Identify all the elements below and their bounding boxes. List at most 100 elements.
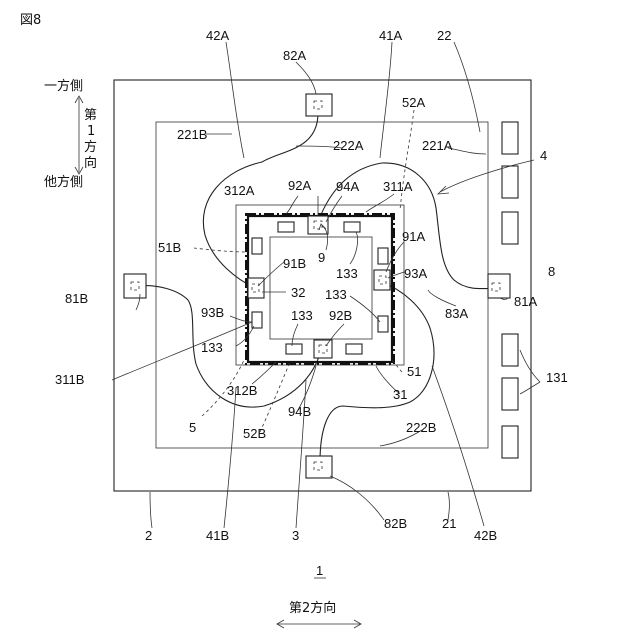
- leader-133c: [292, 324, 298, 346]
- side-terminal: [502, 378, 518, 410]
- label-81A: 81A: [514, 294, 537, 309]
- chip-electrode: [346, 344, 362, 354]
- label-83A: 83A: [445, 306, 468, 321]
- side-terminal: [502, 122, 518, 154]
- leader-311A: [366, 194, 394, 212]
- label-133c: 133: [291, 308, 313, 323]
- leader-131-upper: [520, 350, 540, 382]
- leader-82B: [330, 476, 384, 520]
- label-8: 8: [548, 264, 555, 279]
- side-terminal: [502, 166, 518, 198]
- label-21: 21: [442, 516, 456, 531]
- label-93A: 93A: [404, 266, 427, 281]
- label-31: 31: [393, 387, 407, 402]
- chip-electrode: [252, 312, 262, 328]
- label-311A: 311A: [383, 179, 413, 194]
- package-inner-frame: [156, 122, 488, 448]
- leader-42A: [226, 42, 244, 158]
- label-4: 4: [540, 148, 547, 163]
- label-52B: 52B: [243, 426, 266, 441]
- first-direction-char-4: 向: [84, 155, 97, 171]
- leader-41B: [224, 388, 236, 528]
- leader-221A: [448, 148, 486, 154]
- chip-electrode: [252, 238, 262, 254]
- label-51B: 51B: [158, 240, 181, 255]
- side-terminal: [502, 426, 518, 458]
- label-82B: 82B: [384, 516, 407, 531]
- label-133a: 133: [336, 266, 358, 281]
- leader-52A: [400, 110, 414, 210]
- first-direction-up-label: 一方側: [44, 78, 83, 94]
- leader-41A: [380, 42, 392, 158]
- label-91A: 91A: [402, 229, 425, 244]
- leader-4: [440, 160, 534, 192]
- leader-42B: [432, 366, 484, 526]
- leader-133b: [350, 296, 380, 322]
- label-51: 51: [407, 364, 421, 379]
- first-direction-down-label: 他方側: [44, 174, 83, 190]
- leader-311B: [112, 322, 252, 380]
- bond-pad-91A: [374, 270, 390, 290]
- label-221B: 221B: [177, 127, 207, 142]
- leader-2: [150, 492, 152, 528]
- side-terminal: [502, 212, 518, 244]
- chip-electrode: [378, 248, 388, 264]
- lead-terminal-82A: [306, 94, 332, 116]
- label-5: 5: [189, 420, 196, 435]
- label-133b: 133: [325, 287, 347, 302]
- bond-pad-92B: [314, 340, 332, 358]
- first-direction-indicator: 一方側 第 1 方 向 他方側: [44, 78, 97, 190]
- first-direction-char-2: 1: [87, 124, 95, 139]
- first-direction-char-1: 第: [84, 108, 97, 123]
- leader-22: [454, 42, 480, 132]
- label-312A: 312A: [224, 183, 255, 198]
- label-92B: 92B: [329, 308, 352, 323]
- leader-51: [392, 360, 402, 372]
- label-92A: 92A: [288, 178, 311, 193]
- label-42B: 42B: [474, 528, 497, 543]
- chip-electrode: [344, 222, 360, 232]
- label-94A: 94A: [336, 179, 359, 194]
- leader-83A: [428, 290, 456, 306]
- label-42A: 42A: [206, 28, 229, 43]
- label-9: 9: [318, 250, 325, 265]
- label-312B: 312B: [227, 383, 257, 398]
- label-22: 22: [437, 28, 451, 43]
- label-94B: 94B: [288, 404, 311, 419]
- first-direction-char-3: 方: [84, 139, 97, 155]
- side-terminal: [502, 334, 518, 366]
- bond-pad-92A: [308, 216, 328, 234]
- chip-electrode: [286, 344, 302, 354]
- label-133d: 133: [201, 340, 223, 355]
- label-311B: 311B: [55, 372, 84, 387]
- leader-91B: [258, 262, 284, 286]
- label-222A: 222A: [333, 138, 364, 153]
- label-93B: 93B: [201, 305, 224, 320]
- label-32: 32: [291, 285, 305, 300]
- lead-terminal-81A: [488, 274, 510, 298]
- bond-pad-91B: [248, 278, 264, 298]
- label-81B: 81B: [65, 291, 88, 306]
- lead-terminal-81B: [124, 274, 146, 298]
- label-82A: 82A: [283, 48, 306, 63]
- figure-number: 1: [316, 563, 323, 578]
- bonding-wires: [136, 113, 500, 462]
- label-131: 131: [546, 370, 568, 385]
- leader-131-middle: [520, 382, 540, 394]
- second-direction-indicator: 第2方向: [277, 600, 361, 628]
- label-91B: 91B: [283, 256, 306, 271]
- chip-electrode: [278, 222, 294, 232]
- second-direction-label: 第2方向: [289, 600, 336, 616]
- leader-3: [296, 380, 306, 528]
- lead-terminal-82B: [306, 456, 332, 478]
- label-222B: 222B: [406, 420, 436, 435]
- figure-label: 図8: [20, 13, 41, 28]
- leader-82A: [296, 62, 316, 94]
- chip-electrodes: [252, 222, 388, 354]
- label-41B: 41B: [206, 528, 229, 543]
- label-3: 3: [292, 528, 299, 543]
- label-221A: 221A: [422, 138, 453, 153]
- leader-92B: [326, 324, 344, 346]
- leader-51B: [194, 248, 248, 252]
